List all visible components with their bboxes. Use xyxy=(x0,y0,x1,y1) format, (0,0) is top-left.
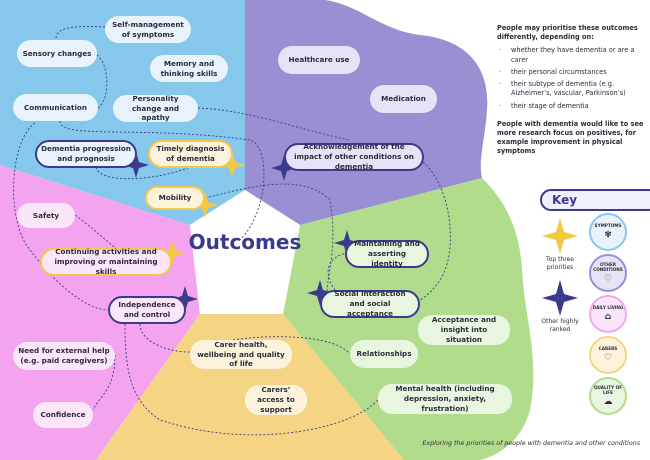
side-bullet: their personal circumstances xyxy=(497,68,647,77)
outcome-acceptance: Acceptance and insight into situation xyxy=(418,315,510,345)
star-icon-other xyxy=(271,155,297,181)
outcome-continuing-activities: Continuing activities and improving or m… xyxy=(40,247,172,276)
outcome-social-interaction: Social interaction and social acceptance xyxy=(320,289,420,318)
key-star-other-icon xyxy=(542,280,578,316)
star-icon-other xyxy=(123,152,149,178)
side-bullet: whether they have dementia or are a care… xyxy=(497,46,647,64)
cloud-icon: ☁ xyxy=(603,396,613,407)
outcome-healthcare-use: Healthcare use xyxy=(278,46,360,74)
outcome-mental-health: Mental health (including depression, anx… xyxy=(378,384,512,414)
outcome-memory: Memory and thinking skills xyxy=(150,55,228,82)
hands-heart-icon: ♡ xyxy=(603,353,613,364)
side-bullet: their subtype of dementia (e.g. Alzheime… xyxy=(497,80,647,98)
outcome-identity: Maintaining and asserting identity xyxy=(345,239,429,268)
star-icon-other xyxy=(172,286,198,312)
key-symptoms: SYMPTOMS✾ xyxy=(589,213,627,251)
side-heading-2: People with dementia would like to see m… xyxy=(497,119,644,156)
key-label: OTHER CONDITIONS xyxy=(593,261,623,272)
side-heading-1: People may prioritise these outcomes dif… xyxy=(497,24,638,42)
outcome-diagnosis: Timely diagnosis of dementia xyxy=(148,140,233,168)
outcome-medication: Medication xyxy=(370,85,437,113)
outcome-communication: Communication xyxy=(13,94,98,121)
side-bullets: whether they have dementia or are a care… xyxy=(497,46,647,111)
key-carers: CARERS♡ xyxy=(589,336,627,374)
key-star-top-icon xyxy=(542,218,578,254)
key-label: SYMPTOMS xyxy=(594,223,622,229)
outcome-confidence: Confidence xyxy=(33,402,93,428)
brain-icon: ✾ xyxy=(604,230,612,241)
key-label: QUALITY OF LIFE xyxy=(593,384,623,395)
outcome-mobility: Mobility xyxy=(145,186,205,210)
connector-lines xyxy=(13,26,451,436)
diagram-title: Outcomes xyxy=(188,230,302,254)
center-pentagon xyxy=(190,190,300,314)
outcome-acknowledgement: Acknowledgement of the impact of other c… xyxy=(284,142,424,171)
outcome-carers-access: Carers’ access to support xyxy=(245,385,307,415)
outcome-independence: Independence and control xyxy=(108,296,186,324)
outcome-self-management: Self-management of symptoms xyxy=(105,16,191,43)
key-daily-living: DAILY LIVING⌂ xyxy=(589,295,627,333)
key-top-three-label: Top three priorities xyxy=(546,256,574,272)
star-icon-other xyxy=(334,230,360,256)
key-other-conditions: OTHER CONDITIONS♡ xyxy=(589,254,627,292)
star-icon-top xyxy=(219,152,245,178)
star-icons xyxy=(123,152,578,316)
key-label: CARERS xyxy=(598,346,618,352)
outcome-progression: Dementia progression and prognosis xyxy=(35,140,137,168)
outcome-sensory-changes: Sensory changes xyxy=(17,40,97,67)
outcome-external-help: Need for external help (e.g. paid caregi… xyxy=(13,342,115,370)
heart-icon: ♡ xyxy=(603,273,613,284)
outcome-personality: Personality change and apathy xyxy=(113,94,198,122)
key-label: DAILY LIVING xyxy=(592,305,624,311)
house-icon: ⌂ xyxy=(604,312,612,323)
key-other-ranked-label: Other highly ranked xyxy=(541,318,579,334)
outcome-safety: Safety xyxy=(17,203,75,228)
caption: Exploring the priorities of people with … xyxy=(422,440,640,447)
outcome-carer-health: Carer health, wellbeing and quality of l… xyxy=(190,340,292,369)
star-icon-top xyxy=(192,192,218,218)
star-icon-other xyxy=(307,280,333,306)
key-quality-of-life: QUALITY OF LIFE☁ xyxy=(589,377,627,415)
region-daily-living xyxy=(0,165,200,460)
outcome-relationships: Relationships xyxy=(350,340,418,368)
star-icon-top xyxy=(159,240,185,266)
key-title: Key xyxy=(540,189,650,211)
side-bullet: their stage of dementia xyxy=(497,102,647,111)
side-notes: People may prioritise these outcomes dif… xyxy=(497,24,647,161)
